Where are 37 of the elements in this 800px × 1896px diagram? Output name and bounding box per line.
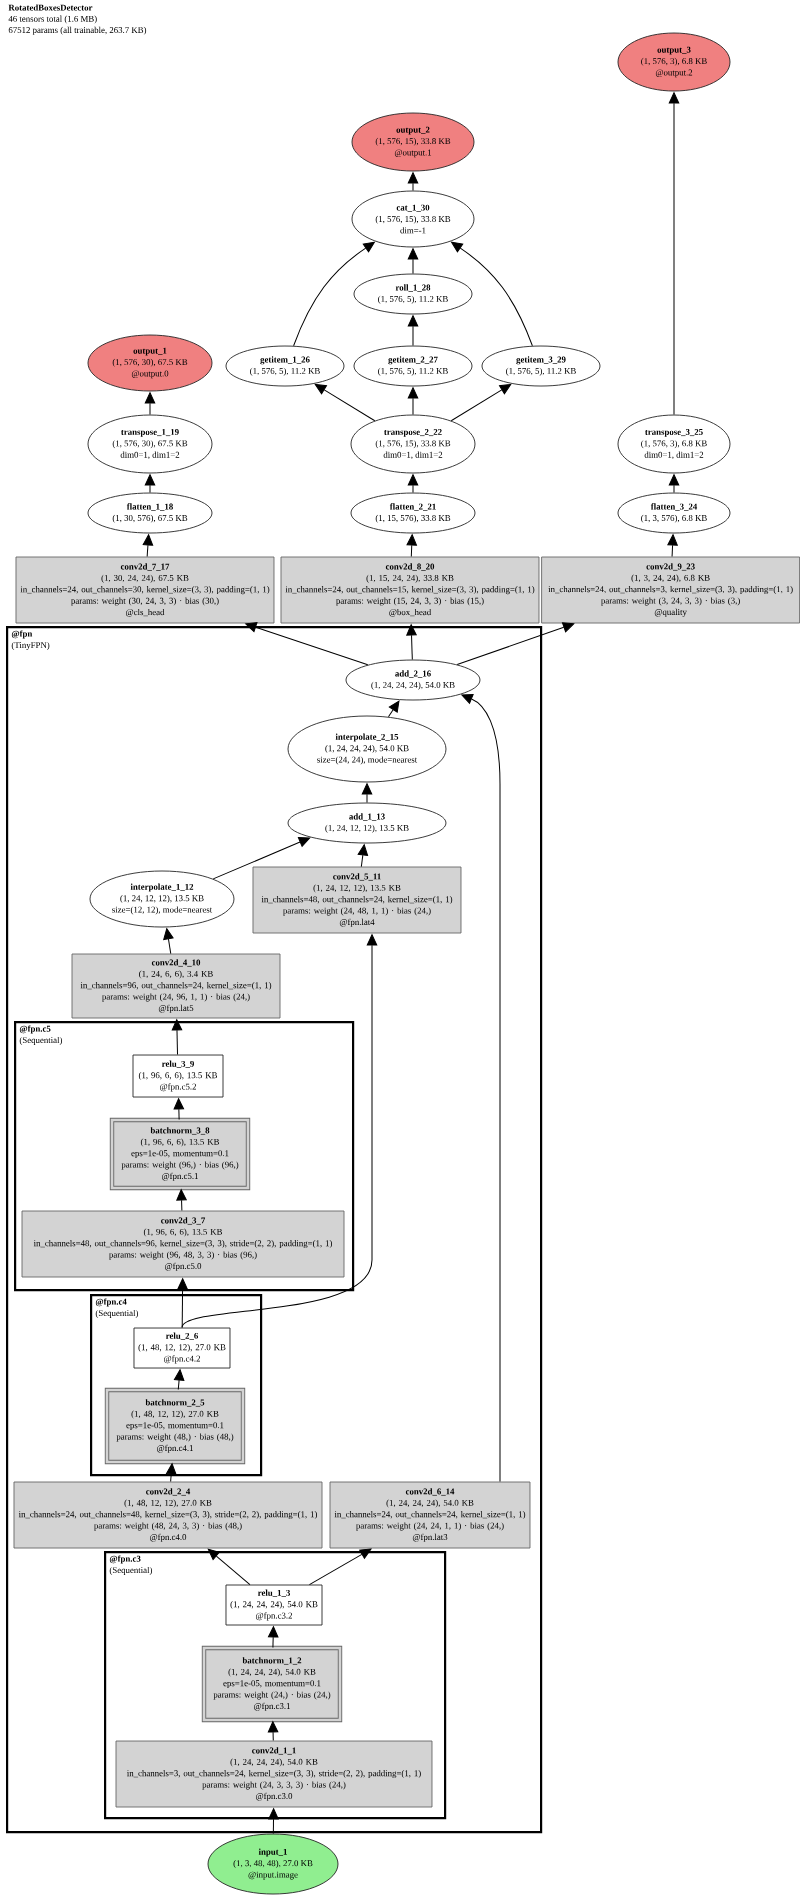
arrow	[450, 383, 512, 422]
arrow	[407, 172, 419, 192]
arrow	[451, 241, 533, 347]
arrow	[357, 844, 369, 868]
arrow	[268, 1808, 279, 1835]
arrow	[176, 1189, 187, 1212]
arrow	[308, 1548, 372, 1586]
arrow	[181, 934, 378, 1329]
arrow	[267, 1626, 279, 1649]
arrow	[163, 928, 174, 955]
arrow	[456, 622, 575, 666]
arrow	[166, 1463, 177, 1483]
arrow	[461, 693, 501, 1483]
arrow	[668, 92, 680, 416]
arrow	[142, 534, 154, 558]
arrow	[407, 315, 419, 347]
arrow	[407, 248, 419, 275]
arrow	[173, 1098, 185, 1121]
arrow	[406, 534, 417, 558]
arrow	[177, 1278, 188, 1329]
arrow	[245, 622, 369, 666]
arrow	[267, 1721, 279, 1742]
arrow	[387, 700, 400, 718]
arrow	[144, 392, 156, 416]
arrow	[212, 837, 311, 880]
arrow	[407, 474, 419, 494]
arrow	[668, 474, 680, 494]
arrow	[171, 1019, 183, 1056]
arrow	[667, 534, 678, 558]
arrow	[293, 241, 375, 347]
arrow	[144, 474, 156, 494]
arrow	[314, 383, 376, 422]
arrow	[173, 1369, 185, 1391]
arrow	[407, 387, 419, 416]
arrow	[361, 783, 373, 804]
arrow	[406, 624, 417, 661]
arrow	[207, 1548, 251, 1586]
